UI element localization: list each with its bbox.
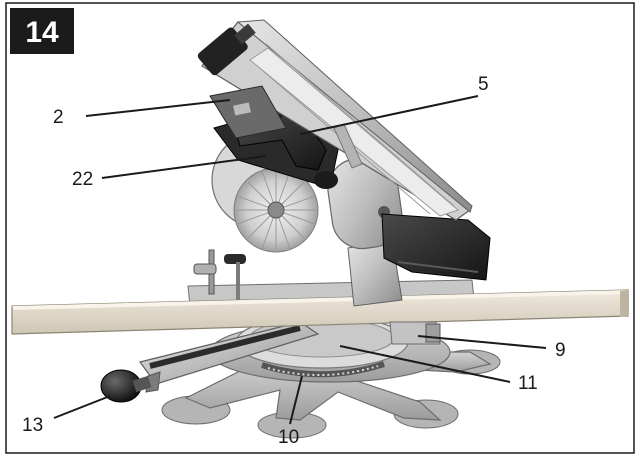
figure-number: 14 [25,16,59,49]
callout-11: 11 [518,373,538,394]
leader-22 [101,155,267,179]
figure-number-badge [10,8,74,54]
workpiece-clamp [193,249,246,302]
leader-2 [85,99,231,117]
upper-table [197,19,473,221]
leader-13 [53,395,111,419]
miter-saw-drawing [11,19,629,439]
callout-13: 13 [22,415,43,436]
callout-22: 22 [72,169,93,190]
callout-2: 2 [53,107,64,128]
leader-10 [289,375,303,425]
callout-leaders [53,95,547,425]
leader-5 [299,95,479,135]
callout-5: 5 [478,74,489,95]
callout-9: 9 [555,340,566,361]
callout-10: 10 [278,427,299,448]
leader-11 [339,345,511,383]
leader-9 [417,335,547,349]
